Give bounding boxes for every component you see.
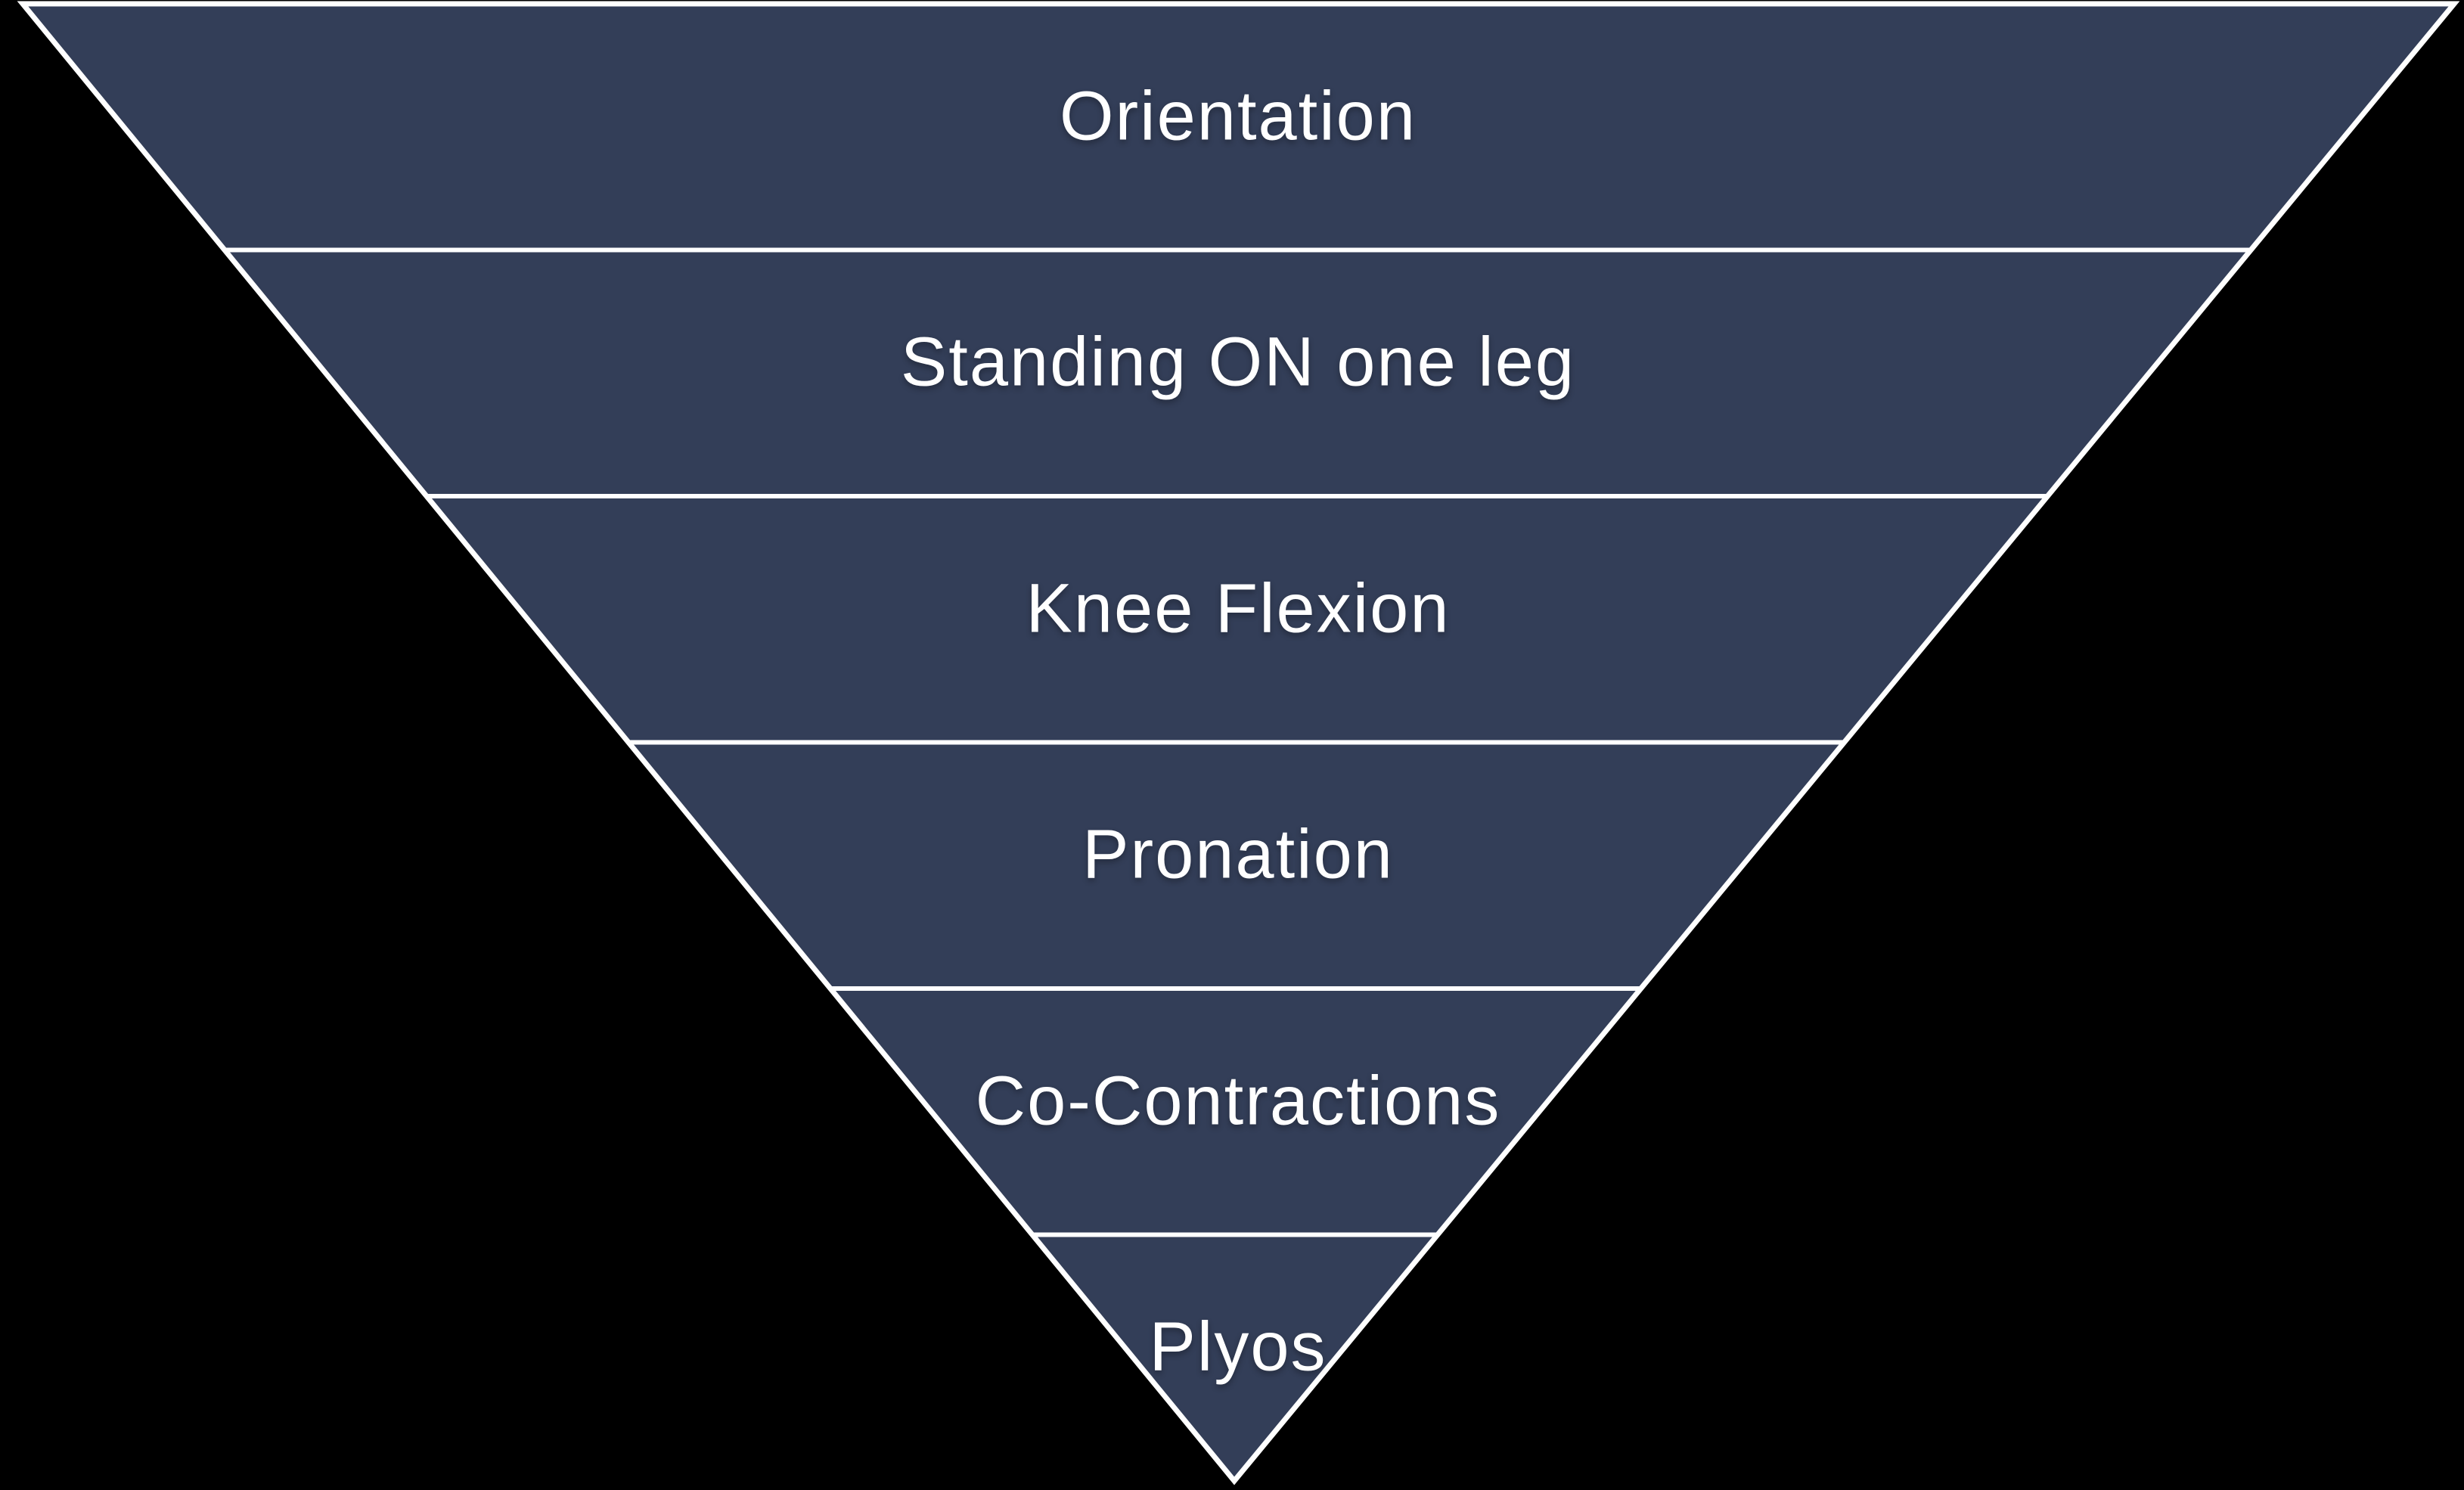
pyramid-shape	[17, 1, 2460, 1485]
funnel-diagram: Orientation Standing ON one leg Knee Fle…	[17, 1, 2460, 1485]
